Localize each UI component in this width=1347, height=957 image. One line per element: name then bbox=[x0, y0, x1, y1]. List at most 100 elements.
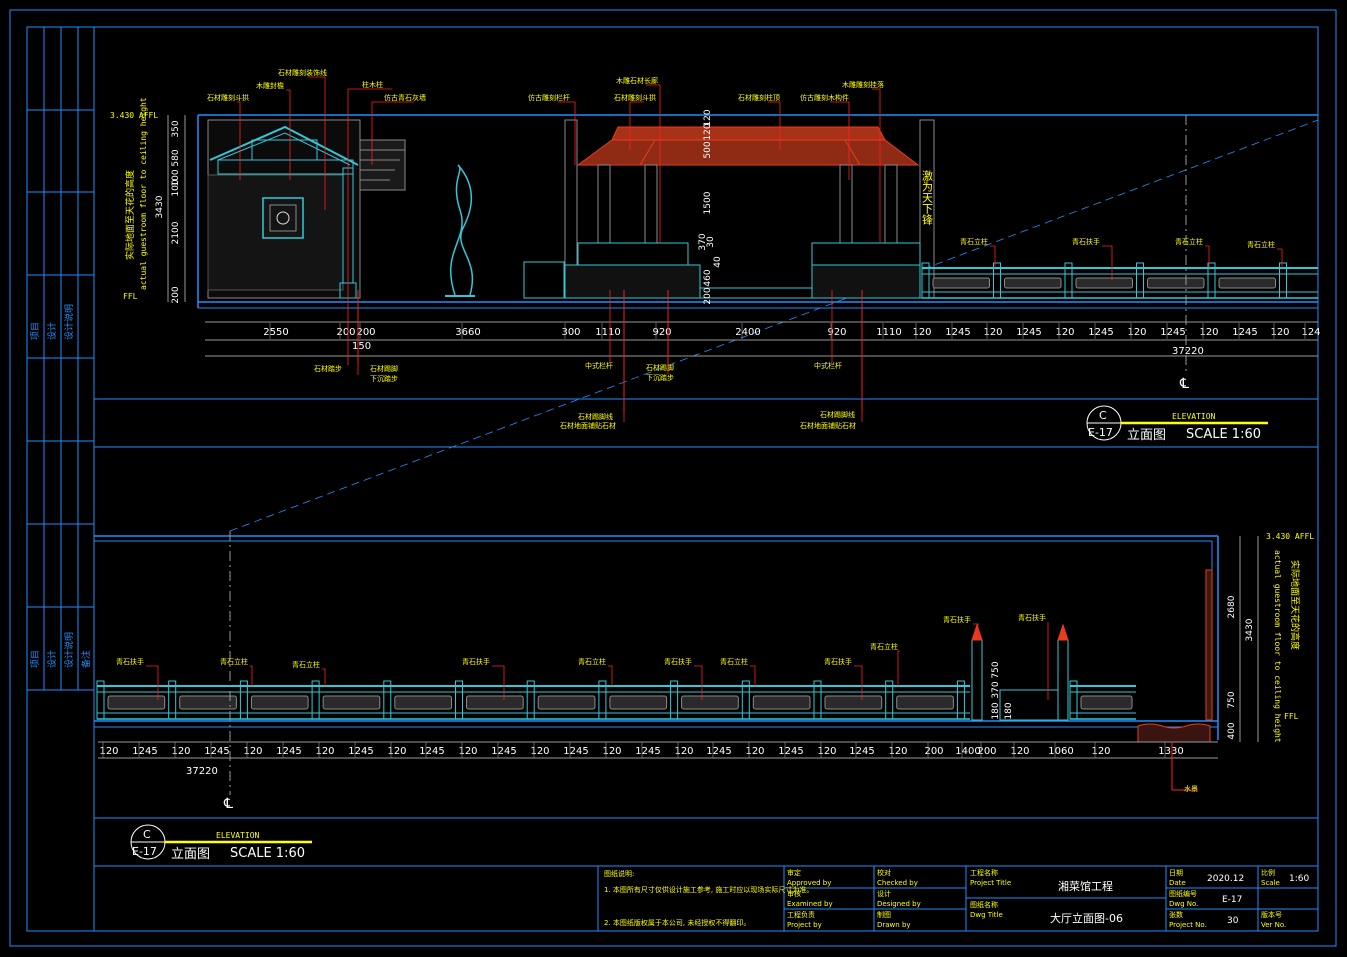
lower-rail-post bbox=[96, 680, 105, 720]
lower-rail-post bbox=[598, 680, 607, 720]
water-feature bbox=[1137, 723, 1211, 743]
lower-rail-panel bbox=[537, 695, 596, 710]
pavilion-rail-left bbox=[577, 242, 689, 266]
tb-scale-val: 1:60 bbox=[1289, 874, 1309, 884]
upper-mid-vdim-0: 120 bbox=[703, 109, 713, 126]
lower-inner-dim-3: 750 bbox=[991, 661, 1001, 678]
lower-rail-post bbox=[741, 680, 750, 720]
lower-section-title-cn: 立面图 bbox=[171, 847, 210, 862]
upper-rail-panel bbox=[1075, 277, 1133, 289]
upper-section-code: E-17 bbox=[1088, 426, 1113, 439]
lower-rail-post bbox=[526, 680, 535, 720]
tb-note-1a: 1. 本图所有尺寸仅供设计施工参考, 施工时应以现场实际尺寸为准。 bbox=[604, 885, 813, 894]
lower-dim-13: 1245 bbox=[563, 746, 588, 757]
upper-rail-post bbox=[921, 262, 930, 299]
lower-dim-28: 120 bbox=[1091, 746, 1110, 757]
lower-rail-post bbox=[885, 680, 894, 720]
pavilion-step bbox=[699, 287, 813, 299]
tb-drawn-cn: 制图 bbox=[877, 910, 891, 919]
upper-dim-7: 2400 bbox=[735, 327, 760, 338]
upper-dim-13: 1245 bbox=[1016, 327, 1041, 338]
upper-dim-4: 300 bbox=[561, 327, 580, 338]
lower-inner-dim-2: 370 bbox=[991, 681, 1001, 698]
gable-window bbox=[251, 139, 318, 161]
pavilion-base-left bbox=[564, 264, 701, 299]
lower-rail-panel bbox=[681, 695, 739, 710]
upper-dim-8: 920 bbox=[827, 327, 846, 338]
tb-examined-cn: 审核 bbox=[787, 889, 801, 898]
upper-bottom-label-1: 石材踢脚 bbox=[370, 364, 398, 373]
lower-dim-20: 120 bbox=[817, 746, 836, 757]
upper-wall-hatch bbox=[207, 174, 344, 291]
lower-dim-27: 1060 bbox=[1048, 746, 1073, 757]
lower-rail-post bbox=[455, 680, 463, 720]
upper-bottom-label-7: 石材踢脚线 bbox=[578, 412, 613, 421]
upper-top-label-5: 仿古雕刻栏杆 bbox=[528, 93, 570, 102]
upper-total-dim: 37220 bbox=[1172, 346, 1204, 357]
water-label: 水景 bbox=[1184, 784, 1198, 793]
tb-dwg-title-cn: 图纸名称 bbox=[970, 900, 998, 909]
upper-dim-6: 920 bbox=[652, 327, 671, 338]
upper-bottom-label-5: 下沉踏步 bbox=[646, 373, 674, 382]
upper-section-title-en: ELEVATION bbox=[1172, 412, 1216, 421]
gate-panel bbox=[999, 689, 1059, 721]
pavilion-column-2 bbox=[644, 164, 658, 244]
lower-dim-24: 1400 bbox=[955, 746, 980, 757]
upper-mid-vdim-3: 1500 bbox=[703, 191, 713, 214]
upper-mid-vdim-2: 500 bbox=[703, 141, 713, 158]
lower-dim-5: 1245 bbox=[276, 746, 301, 757]
left-strip-upper-2: 设计 bbox=[46, 322, 58, 340]
lower-rail-post bbox=[813, 680, 822, 720]
left-strip-upper-3: 设计说明 bbox=[63, 304, 75, 340]
upper-top-label-6: 石材雕刻斗拱 bbox=[614, 93, 656, 102]
tb-date-cn: 日期 bbox=[1169, 869, 1183, 877]
lower-inner-dim-0: 180 bbox=[991, 702, 1001, 719]
lower-inner-dim-1: 180 bbox=[1004, 702, 1014, 719]
tb-checked-en: Checked by bbox=[877, 879, 918, 887]
lower-section-scale: SCALE 1:60 bbox=[230, 846, 305, 861]
gable-roof bbox=[209, 125, 359, 166]
upper-vdim-0: 350 bbox=[171, 120, 181, 137]
lower-dim-25: 200 bbox=[977, 746, 996, 757]
tb-project-en: Project by bbox=[787, 921, 822, 929]
lower-label-10: 青石扶手 bbox=[1018, 613, 1046, 622]
upper-dim-3: 3660 bbox=[455, 327, 480, 338]
pavilion-roof-slope bbox=[576, 139, 920, 166]
pavilion-column-3 bbox=[839, 164, 853, 244]
upper-mid-vdim-4: 370 bbox=[698, 233, 708, 250]
tb-dwg-name: 大厅立面图-06 bbox=[1050, 911, 1123, 925]
upper-dim-20: 120 bbox=[1270, 327, 1289, 338]
lower-dim-18: 120 bbox=[745, 746, 764, 757]
lower-height-note-cn: 实际地面至天花的高度 bbox=[1289, 560, 1301, 650]
upper-bottom-label-8: 石材地面铺贴石材 bbox=[560, 421, 616, 430]
upper-dim-15: 1245 bbox=[1088, 327, 1113, 338]
lower-dim-11: 1245 bbox=[491, 746, 516, 757]
tb-project-name: 湘菜馆工程 bbox=[1058, 879, 1113, 893]
lower-right-dim-2: 750 bbox=[1227, 691, 1237, 708]
lower-level-top: 3.430 AFFL bbox=[1266, 532, 1314, 541]
upper-bottom-label-4: 石材踢脚 bbox=[646, 363, 674, 372]
lower-rail-b-panel bbox=[1080, 695, 1133, 710]
tb-project-title-en: Project Title bbox=[970, 879, 1011, 887]
upper-mid-vdim-7: 460 bbox=[703, 269, 713, 286]
lower-rail-panel bbox=[824, 695, 883, 710]
upper-sub-dim: 150 bbox=[352, 341, 371, 352]
lower-dim-6: 120 bbox=[315, 746, 334, 757]
upper-rail-post bbox=[1064, 262, 1073, 299]
lower-dim-9: 1245 bbox=[419, 746, 444, 757]
lower-section-code: E-17 bbox=[132, 845, 157, 858]
upper-rail-panel bbox=[1218, 277, 1276, 289]
tb-note-2: 2. 本图纸版权属于本公司, 未经授权不得翻印。 bbox=[604, 918, 750, 927]
left-strip-upper-1: 项目 bbox=[30, 322, 41, 340]
upper-dim-5: 1110 bbox=[595, 327, 620, 338]
pavilion-rail-right bbox=[811, 242, 921, 266]
lower-section-letter: C bbox=[143, 828, 151, 841]
lower-dim-12: 120 bbox=[530, 746, 549, 757]
upper-section-scale: SCALE 1:60 bbox=[1186, 427, 1261, 442]
pavilion-base-right bbox=[811, 264, 921, 299]
upper-dim-17: 1245 bbox=[1160, 327, 1185, 338]
lower-dim-19: 1245 bbox=[778, 746, 803, 757]
upper-section-letter: C bbox=[1099, 409, 1107, 422]
chair bbox=[523, 261, 565, 299]
lower-dim-10: 120 bbox=[458, 746, 477, 757]
